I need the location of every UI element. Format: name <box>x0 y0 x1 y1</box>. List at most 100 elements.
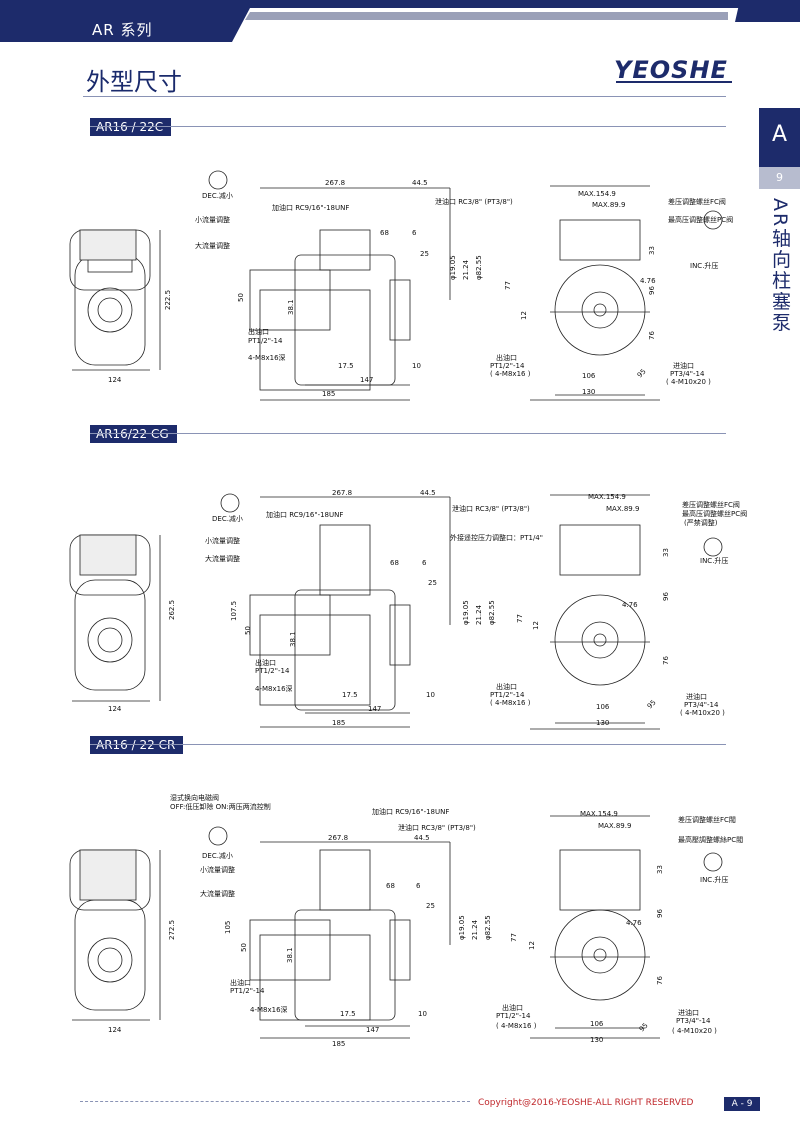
svg-text:4.76: 4.76 <box>626 919 642 927</box>
svg-text:96: 96 <box>662 592 670 601</box>
svg-text:4.76: 4.76 <box>640 277 656 285</box>
fc-valve-label: 差压调整螺丝FC阀 <box>668 197 726 206</box>
svg-text:YEOSHE: YEOSHE <box>614 56 728 84</box>
svg-text:10: 10 <box>426 691 435 699</box>
svg-text:272.5: 272.5 <box>168 920 176 940</box>
svg-text:68: 68 <box>386 882 395 890</box>
svg-text:33: 33 <box>656 865 664 874</box>
svg-text:185: 185 <box>332 719 345 727</box>
outlet-right-label: 出油口 <box>496 353 517 362</box>
svg-text:DEC.减小: DEC.减小 <box>202 851 233 860</box>
svg-text:外接遥控压力调整口：PT1/4": 外接遥控压力调整口：PT1/4" <box>450 533 543 542</box>
svg-text:262.5: 262.5 <box>168 600 176 620</box>
section-rule <box>90 433 726 434</box>
svg-text:95: 95 <box>638 1021 650 1033</box>
drain-label: 泄油口 RC3/8" (PT3/8") <box>435 197 513 206</box>
svg-text:124: 124 <box>108 376 122 384</box>
svg-text:124: 124 <box>108 705 122 713</box>
svg-text:大流量调整: 大流量调整 <box>205 554 240 563</box>
svg-text:PT1/2"-14: PT1/2"-14 <box>230 987 265 995</box>
svg-text:17.5: 17.5 <box>340 1010 356 1018</box>
page-title: 外型尺寸 <box>86 68 182 96</box>
svg-text:17.5: 17.5 <box>338 362 354 370</box>
section-label-ar16-22c: AR16 / 22C <box>90 118 172 136</box>
svg-text:大流量调整: 大流量调整 <box>200 889 235 898</box>
dimension-drawing-ar16-22cr: 湿式换向电磁阀 OFF:低压卸除 ON:两压两流控制 DEC.减小 小流量调整 … <box>69 793 743 1048</box>
inc-label: INC.升压 <box>690 261 718 270</box>
svg-text:76: 76 <box>662 656 670 665</box>
svg-text:25: 25 <box>426 902 435 910</box>
svg-text:PT1/2"-14: PT1/2"-14 <box>255 667 290 675</box>
svg-text:PT1/2"-14: PT1/2"-14 <box>496 1012 531 1020</box>
dec-label: DEC.减小 <box>202 191 233 200</box>
svg-text:76: 76 <box>648 331 656 340</box>
svg-text:44.5: 44.5 <box>420 489 436 497</box>
svg-text:222.5: 222.5 <box>164 290 172 310</box>
pc-valve-label: 最高压调整螺丝PC阀 <box>668 215 733 224</box>
svg-text:PT1/2"-14: PT1/2"-14 <box>490 691 525 699</box>
inlet-right-m: ( 4-M10x20 ) <box>666 378 711 386</box>
svg-text:21.24: 21.24 <box>475 604 483 625</box>
svg-text:12: 12 <box>532 621 540 630</box>
outlet-label: 出油口 <box>248 327 269 336</box>
small-flow-label: 小流量调整 <box>195 215 230 224</box>
inlet-right-pt: PT3/4"-14 <box>670 370 705 378</box>
svg-text:差压调整螺丝FC閥: 差压调整螺丝FC閥 <box>678 815 736 824</box>
svg-text:10: 10 <box>418 1010 427 1018</box>
svg-text:10: 10 <box>412 362 421 370</box>
svg-text:φ19.05: φ19.05 <box>449 255 457 280</box>
svg-text:MAX.154.9: MAX.154.9 <box>578 190 616 198</box>
svg-text:PT3/4"-14: PT3/4"-14 <box>676 1017 711 1025</box>
outlet-right-m: ( 4-M8x16 ) <box>490 370 531 378</box>
svg-text:φ82.55: φ82.55 <box>488 600 496 625</box>
svg-text:267.8: 267.8 <box>332 489 352 497</box>
svg-text:6: 6 <box>412 229 417 237</box>
dimension-drawing-ar16-22cg: DEC.减小 小流量调整 大流量调整 加油口 RC9/16"-18UNF 泄油口… <box>69 489 747 730</box>
side-title: AR轴向柱塞泵 <box>769 198 791 334</box>
section-label-ar16-22cg: AR16/22 CG <box>90 425 177 443</box>
side-page-number: 9 <box>759 167 800 189</box>
svg-text:最高壓調整螺絲PC閥: 最高壓調整螺絲PC閥 <box>678 835 743 844</box>
svg-text:267.8: 267.8 <box>328 834 348 842</box>
svg-text:6: 6 <box>416 882 421 890</box>
svg-text:50: 50 <box>240 943 248 952</box>
svg-text:进油口: 进油口 <box>686 692 707 701</box>
svg-text:21.24: 21.24 <box>462 259 470 280</box>
svg-text:( 4-M10x20 ): ( 4-M10x20 ) <box>672 1027 717 1035</box>
svg-text:68: 68 <box>390 559 399 567</box>
inlet-top-label: 加油口 RC9/16"-18UNF <box>272 203 349 212</box>
svg-text:( 4-M8x16 ): ( 4-M8x16 ) <box>496 1022 537 1030</box>
svg-text:33: 33 <box>662 548 670 557</box>
svg-text:105: 105 <box>224 921 232 934</box>
section-label-ar16-22cr: AR16 / 22 CR <box>90 736 184 754</box>
svg-text:12: 12 <box>528 941 536 950</box>
svg-text:加油口 RC9/16"-18UNF: 加油口 RC9/16"-18UNF <box>266 510 343 519</box>
inlet-right-label: 进油口 <box>673 361 694 370</box>
svg-text:泄油口 RC3/8" (PT3/8"): 泄油口 RC3/8" (PT3/8") <box>398 823 476 832</box>
top-header-band <box>0 0 800 42</box>
big-flow-label: 大流量调整 <box>195 241 230 250</box>
svg-text:INC.升压: INC.升压 <box>700 556 728 565</box>
svg-text:泄油口 RC3/8" (PT3/8"): 泄油口 RC3/8" (PT3/8") <box>452 504 530 513</box>
svg-text:267.8: 267.8 <box>325 179 345 187</box>
svg-text:106: 106 <box>596 703 610 711</box>
section-rule <box>90 126 726 127</box>
footer-rule <box>80 1101 470 1102</box>
page-number: A - 9 <box>724 1097 760 1111</box>
svg-text:OFF:低压卸除 ON:两压两流控制: OFF:低压卸除 ON:两压两流控制 <box>170 802 271 811</box>
svg-text:25: 25 <box>420 250 429 258</box>
svg-text:106: 106 <box>590 1020 604 1028</box>
svg-text:107.5: 107.5 <box>230 601 238 621</box>
svg-text:77: 77 <box>504 281 512 290</box>
svg-text:加油口 RC9/16"-18UNF: 加油口 RC9/16"-18UNF <box>372 807 449 816</box>
svg-text:出油口: 出油口 <box>230 978 251 987</box>
svg-text:21.24: 21.24 <box>471 919 479 940</box>
svg-text:50: 50 <box>244 626 252 635</box>
svg-text:出油口: 出油口 <box>502 1003 523 1012</box>
svg-text:12: 12 <box>520 311 528 320</box>
svg-text:44.5: 44.5 <box>412 179 428 187</box>
svg-text:38.1: 38.1 <box>286 947 294 963</box>
svg-text:( 4-M8x16 ): ( 4-M8x16 ) <box>490 699 531 707</box>
svg-text:106: 106 <box>582 372 596 380</box>
svg-text:φ82.55: φ82.55 <box>484 915 492 940</box>
